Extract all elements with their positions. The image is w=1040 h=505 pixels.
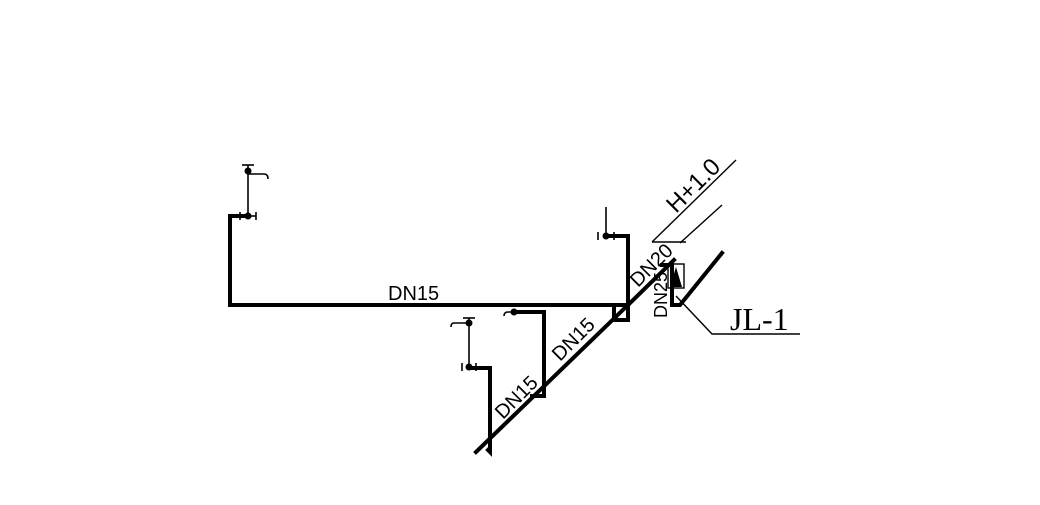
diagonal-main-pipe	[473, 257, 677, 455]
elevation-leader	[651, 159, 737, 244]
main-branch-pipe	[228, 214, 630, 307]
riser-tag-label: JL-1	[730, 301, 789, 337]
valve-icon	[597, 207, 615, 240]
lower-branch-1	[467, 366, 492, 457]
elevation-label: H+1.0	[661, 153, 726, 218]
riser-tag-leader	[675, 295, 800, 335]
main-pipe-label: DN15	[388, 283, 439, 305]
faucet-icon	[242, 164, 269, 216]
faucet-icon	[503, 308, 518, 317]
lower-branch-2	[512, 310, 546, 398]
riser-pipe-b-label: DN25	[651, 272, 671, 318]
valve-icon	[239, 212, 257, 220]
faucet-icon	[450, 317, 475, 368]
valve-icon	[461, 363, 477, 371]
riser-arrow-icon	[667, 263, 685, 289]
